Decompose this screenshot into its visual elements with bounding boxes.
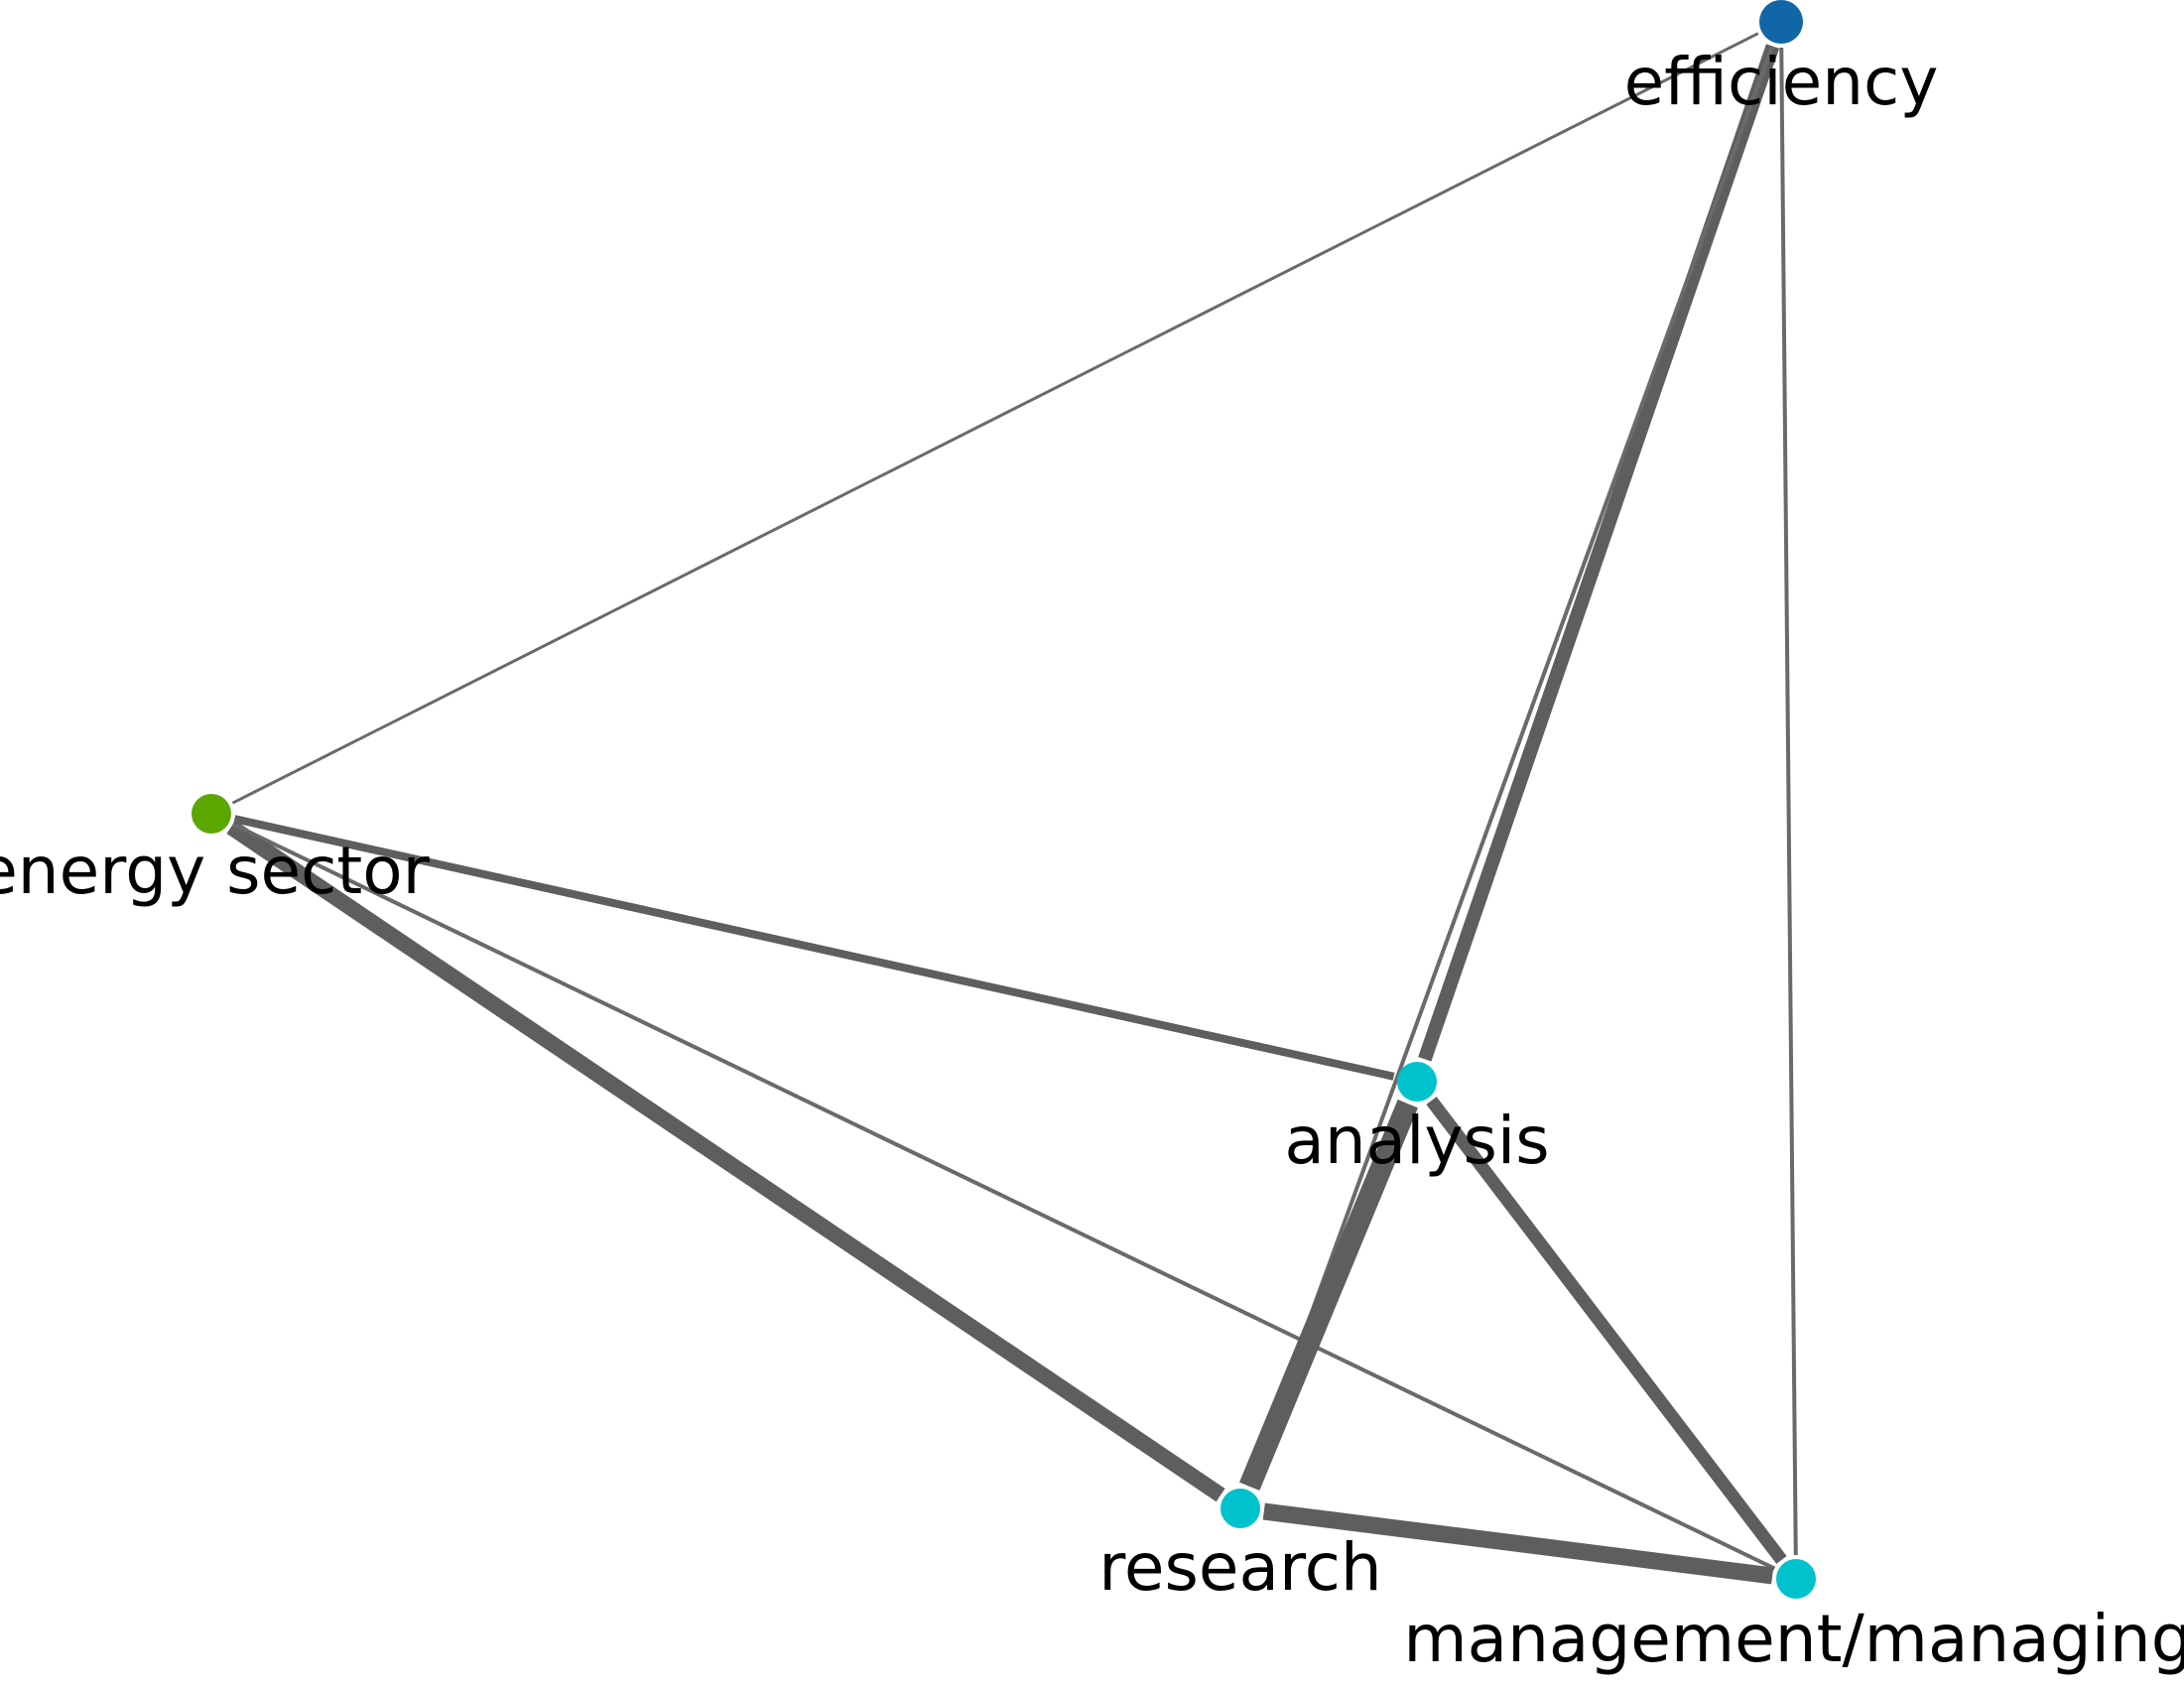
nodes-layer	[192, 0, 1816, 1599]
node-label-efficiency: efficiency	[1624, 44, 1939, 120]
edge-energy_sector-analysis[interactable]	[233, 815, 1395, 1081]
labels-layer: efficiency energy sector analysis research m…	[0, 44, 2184, 1677]
edge-efficiency-management[interactable]	[1779, 47, 1798, 1556]
edges-layer	[226, 32, 1798, 1585]
node-efficiency[interactable]	[1759, 0, 1803, 44]
edge-energy_sector-management[interactable]	[231, 822, 1776, 1571]
node-analysis[interactable]	[1397, 1062, 1437, 1102]
node-label-energy_sector: energy sector	[0, 833, 431, 909]
edge-efficiency-energy_sector[interactable]	[231, 32, 1759, 805]
edge-energy_sector-research[interactable]	[226, 820, 1225, 1502]
node-energy_sector[interactable]	[192, 794, 231, 834]
node-label-management: management/managing	[1403, 1601, 2184, 1677]
edge-efficiency-analysis[interactable]	[1418, 44, 1780, 1062]
node-management[interactable]	[1776, 1559, 1816, 1599]
node-research[interactable]	[1220, 1489, 1260, 1528]
edge-analysis-research[interactable]	[1239, 1099, 1418, 1492]
node-label-research: research	[1098, 1529, 1382, 1606]
node-label-analysis: analysis	[1284, 1103, 1549, 1179]
edge-analysis-management[interactable]	[1426, 1097, 1787, 1564]
edge-efficiency-research[interactable]	[1246, 45, 1774, 1488]
edge-research-management[interactable]	[1262, 1502, 1774, 1585]
